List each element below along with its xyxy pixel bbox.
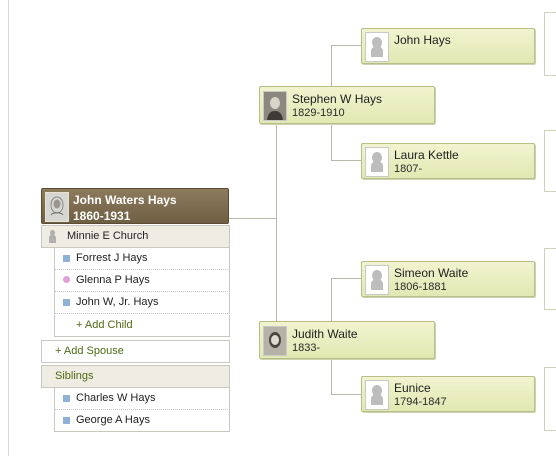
ancestor-dates: 1833- — [292, 342, 321, 354]
ancestor-dates: 1806-1881 — [394, 281, 447, 293]
next-generation-card-stub[interactable] — [544, 130, 556, 192]
connector-parents-vertical — [276, 120, 277, 335]
connector-mother-up — [331, 278, 361, 279]
siblings-header[interactable]: Siblings — [41, 365, 230, 388]
add-spouse-button[interactable]: + Add Spouse — [55, 345, 124, 357]
sibling-name: George A Hays — [76, 414, 150, 426]
child-name: John W, Jr. Hays — [76, 296, 159, 308]
portrait-photo — [45, 192, 69, 222]
person-silhouette-icon — [365, 265, 389, 295]
ancestor-name: Stephen W Hays — [292, 92, 383, 106]
ancestor-card-paternal-grandfather[interactable]: John Hays — [361, 28, 535, 64]
blue-square-icon — [63, 417, 70, 424]
focus-person-card[interactable]: John Waters Hays 1860-1931 — [41, 188, 229, 224]
pink-dot-icon — [63, 276, 70, 283]
ancestor-name: Eunice — [394, 381, 431, 395]
ancestor-name: Judith Waite — [292, 327, 358, 341]
connector-father-up — [331, 45, 361, 46]
connector-father-down — [331, 160, 361, 161]
blue-square-icon — [63, 395, 70, 402]
spouse-row[interactable]: Minnie E Church — [41, 225, 230, 248]
sibling-name: Charles W Hays — [76, 392, 156, 404]
next-generation-card-stub[interactable] — [544, 12, 556, 76]
person-silhouette-icon — [365, 32, 389, 62]
portrait-photo — [263, 91, 287, 121]
spouse-name: Minnie E Church — [67, 230, 149, 242]
add-child-row[interactable]: + Add Child — [54, 315, 230, 337]
child-row[interactable]: John W, Jr. Hays — [54, 292, 230, 314]
ancestor-card-father[interactable]: Stephen W Hays 1829-1910 — [259, 86, 435, 124]
person-silhouette-icon — [365, 380, 389, 410]
ancestor-name: Simeon Waite — [394, 266, 469, 280]
child-name: Glenna P Hays — [76, 274, 150, 286]
left-border-line — [8, 0, 9, 456]
ancestor-card-mother[interactable]: Judith Waite 1833- — [259, 321, 435, 359]
ancestor-card-maternal-grandmother[interactable]: Eunice 1794-1847 — [361, 376, 535, 412]
person-silhouette-icon — [47, 229, 58, 244]
ancestor-name: John Hays — [394, 33, 451, 47]
blue-square-icon — [63, 255, 70, 262]
blue-square-icon — [63, 299, 70, 306]
sibling-row[interactable]: Charles W Hays — [54, 388, 230, 410]
child-name: Forrest J Hays — [76, 252, 148, 264]
ancestor-card-paternal-grandmother[interactable]: Laura Kettle 1807- — [361, 143, 535, 179]
child-row[interactable]: Forrest J Hays — [54, 248, 230, 270]
ancestor-dates: 1807- — [394, 163, 423, 175]
add-child-button[interactable]: + Add Child — [76, 319, 133, 331]
focus-person-dates: 1860-1931 — [73, 209, 131, 223]
next-generation-card-stub[interactable] — [544, 248, 556, 310]
focus-person-name: John Waters Hays — [73, 193, 177, 207]
add-spouse-row[interactable]: + Add Spouse — [41, 340, 230, 363]
ancestor-card-maternal-grandfather[interactable]: Simeon Waite 1806-1881 — [361, 261, 535, 297]
ancestor-dates: 1794-1847 — [394, 396, 447, 408]
child-row[interactable]: Glenna P Hays — [54, 270, 230, 292]
ancestor-name: Laura Kettle — [394, 148, 459, 162]
connector-mother-down — [331, 394, 361, 395]
next-generation-card-stub[interactable] — [544, 367, 556, 431]
ancestor-dates: 1829-1910 — [292, 107, 345, 119]
portrait-photo — [263, 326, 287, 356]
connector-focus-to-trunk — [228, 218, 276, 219]
siblings-label: Siblings — [55, 370, 94, 382]
sibling-row[interactable]: George A Hays — [54, 410, 230, 432]
person-silhouette-icon — [365, 147, 389, 177]
